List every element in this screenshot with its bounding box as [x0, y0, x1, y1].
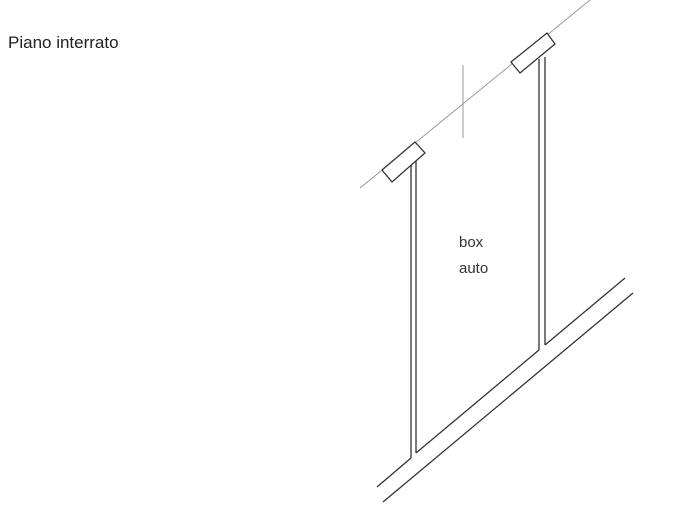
bottom-wall-line-2: [382, 292, 634, 503]
left-pillar: [381, 141, 426, 183]
bottom-wall-line-1b: [544, 277, 626, 346]
room-label: box auto: [459, 230, 488, 282]
bottom-wall-line-1: [376, 457, 412, 488]
room-label-line2: auto: [459, 260, 489, 277]
right-pillar: [510, 32, 556, 74]
room-label-line1: box: [459, 234, 484, 251]
bottom-wall-inner-face: [415, 349, 540, 454]
plan-title: Piano interrato: [8, 33, 119, 52]
